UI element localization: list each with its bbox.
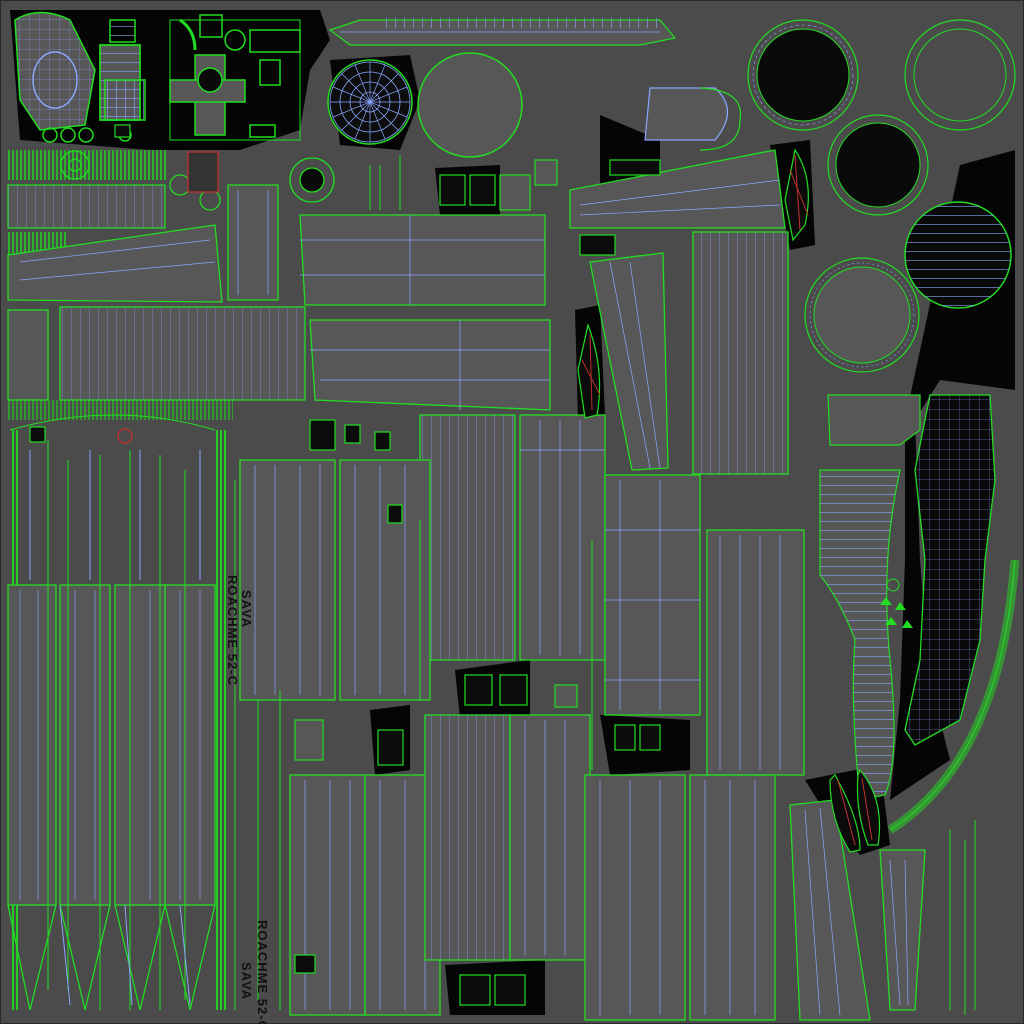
ring-islands [747, 19, 1016, 373]
radial-wheel [327, 59, 413, 145]
gear-details [60, 150, 335, 444]
blue-strips [29, 450, 201, 1006]
small-details [29, 124, 661, 1006]
decal-label-c: SAVA [239, 962, 254, 1000]
curved-grid-piece [819, 394, 1020, 834]
detail-cluster-top-left [14, 11, 301, 143]
triangle-markers [880, 578, 913, 628]
d-shape-island [644, 87, 742, 151]
decal-labels: SAVA ROACHME 52-C SAVA ROACHME 52-C [225, 575, 270, 1024]
thin-strips [47, 155, 976, 1015]
decal-label-a: SAVA [239, 590, 254, 628]
decal-label-b: ROACHME 52-C [225, 575, 240, 686]
top-strip [328, 18, 677, 46]
panel-islands [7, 149, 926, 1021]
decal-label-d: ROACHME 52-C [255, 920, 270, 1024]
red-mesh-pieces [577, 148, 881, 853]
circle-island [417, 52, 523, 158]
